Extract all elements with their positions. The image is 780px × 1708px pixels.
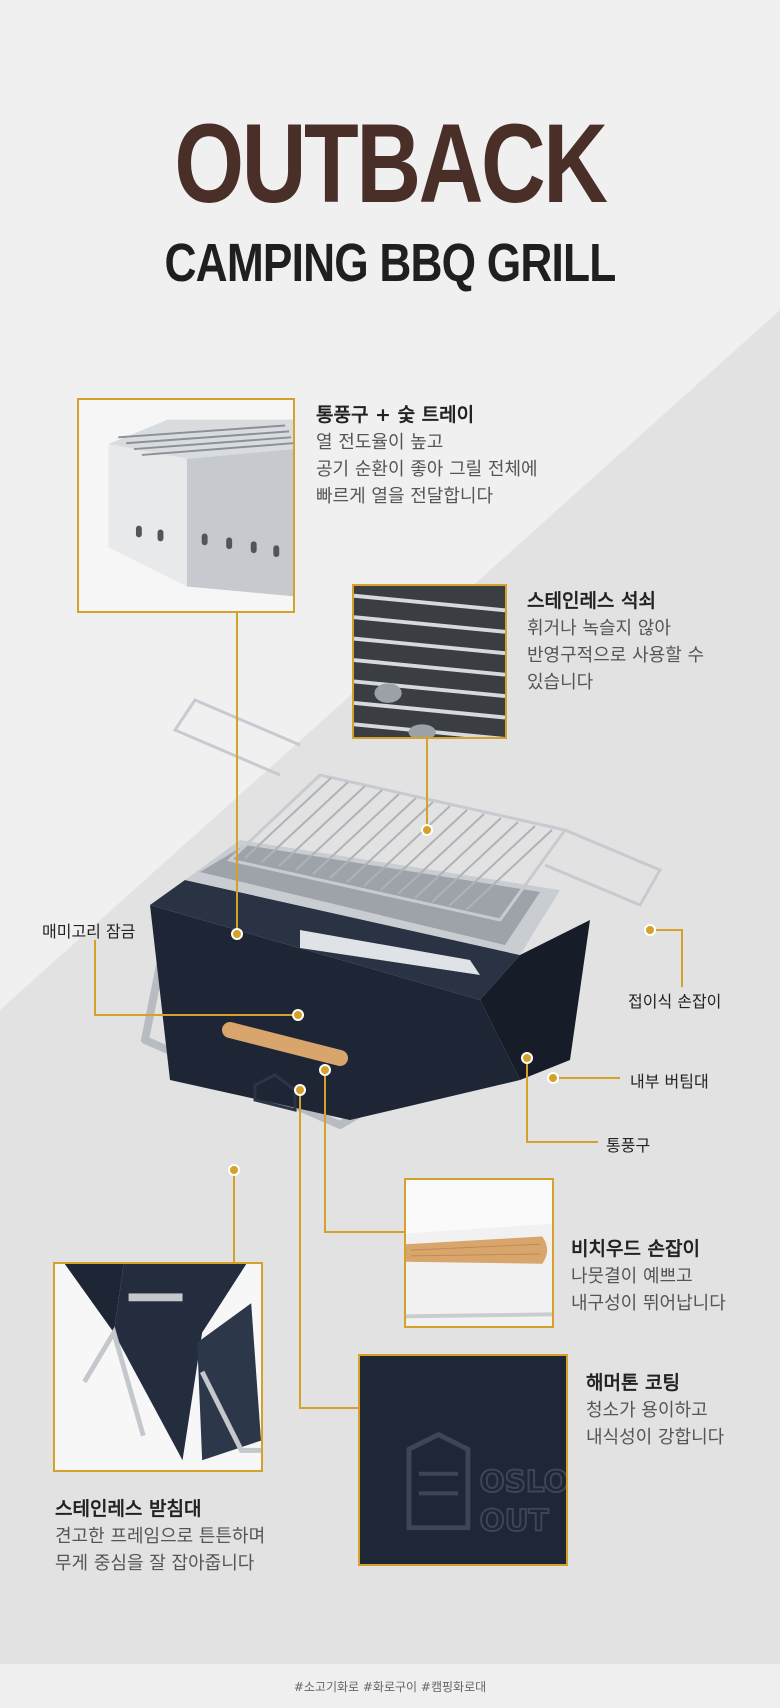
stand-callout-title: 스테인레스 받침대: [55, 1498, 202, 1520]
wood-handle-callout: 비치우드 손잡이 나뭇결이 예쁘고 내구성이 뛰어납니다: [571, 1236, 726, 1317]
grate-callout: 스테인레스 석쇠 휘거나 녹슬지 않아 반영구적으로 사용할 수 있습니다: [527, 588, 704, 696]
tray-callout-line: 열 전도율이 높고: [316, 432, 444, 453]
inner-support-label: 내부 버팀대: [630, 1072, 709, 1091]
brand-title: OUTBACK: [174, 101, 608, 226]
stand-inset-photo: [53, 1262, 263, 1472]
tray-callout-line: 공기 순환이 좋아 그릴 전체에: [316, 459, 538, 480]
stand-callout-line: 견고한 프레임으로 튼튼하며: [55, 1526, 266, 1547]
grate-dot: [421, 824, 433, 836]
tray-inset-photo: [77, 398, 295, 613]
wood-handle-callout-line: 나뭇결이 예쁘고: [571, 1266, 693, 1287]
wood-handle-callout-title: 비치우드 손잡이: [571, 1238, 700, 1260]
coating-inset-photo: OSLO OUT: [358, 1354, 568, 1566]
coating-callout-title: 해머톤 코팅: [586, 1372, 681, 1394]
latch-dot: [292, 1009, 304, 1021]
folding-handle-dot: [644, 924, 656, 936]
grate-callout-title: 스테인레스 석쇠: [527, 590, 656, 612]
coating-callout-line: 내식성이 강합니다: [586, 1427, 725, 1448]
inner-support-dot: [547, 1072, 559, 1084]
stand-callout: 스테인레스 받침대 견고한 프레임으로 튼튼하며 무게 중심을 잘 잡아줍니다: [55, 1496, 265, 1577]
vent-dot: [521, 1052, 533, 1064]
wood-handle-dot: [319, 1064, 331, 1076]
stand-dot: [228, 1164, 240, 1176]
grate-callout-line: 반영구적으로 사용할 수: [527, 645, 705, 666]
coating-emboss-line2: OUT: [480, 1504, 549, 1538]
wood-handle-inset-photo: [404, 1178, 554, 1328]
folding-handle-label: 접이식 손잡이: [628, 992, 722, 1011]
product-title: CAMPING BBQ GRILL: [164, 233, 617, 293]
vent-label: 통풍구: [606, 1136, 651, 1155]
tray-callout: 통풍구 + 숯 트레이 열 전도율이 높고 공기 순환이 좋아 그릴 전체에 빠…: [316, 402, 538, 510]
coating-dot: [294, 1084, 306, 1096]
tray-dot: [231, 928, 243, 940]
tray-callout-title: 통풍구 + 숯 트레이: [316, 404, 475, 426]
coating-callout: 해머톤 코팅 청소가 용이하고 내식성이 강합니다: [586, 1370, 724, 1451]
coating-emboss-line1: OSLO: [480, 1464, 566, 1498]
grate-callout-line: 있습니다: [527, 672, 594, 693]
grate-callout-line: 휘거나 녹슬지 않아: [527, 618, 671, 639]
grate-inset-photo: [352, 584, 507, 739]
coating-callout-line: 청소가 용이하고: [586, 1400, 708, 1421]
footer-hashtags: #소고기화로 #화로구이 #캠핑화로대: [293, 1680, 487, 1694]
latch-label: 매미고리 잠금: [42, 922, 136, 941]
wood-handle-callout-line: 내구성이 뛰어납니다: [571, 1293, 726, 1314]
stand-callout-line: 무게 중심을 잘 잡아줍니다: [55, 1553, 255, 1574]
tray-callout-line: 빠르게 열을 전달합니다: [316, 486, 494, 507]
footer-bar: [0, 1664, 780, 1708]
